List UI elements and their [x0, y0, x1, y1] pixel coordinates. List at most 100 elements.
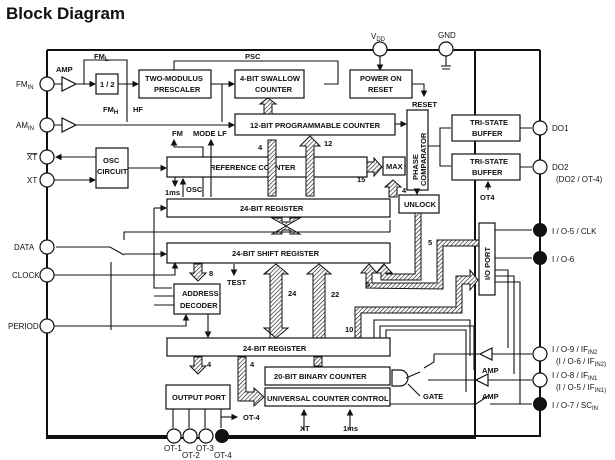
bus-4-ucc [237, 356, 265, 408]
am-in-pin[interactable] [39, 117, 55, 133]
mode-lf-label: MODE LF [193, 129, 227, 138]
bus-4 [267, 139, 277, 197]
amp2-label: AMP [482, 366, 499, 375]
fm-amp-icon [61, 76, 78, 92]
period-pin[interactable] [39, 318, 55, 334]
osc-label-1: OSC [103, 156, 120, 165]
ot3-label: OT-3 [196, 444, 214, 453]
ot4-pin[interactable] [215, 429, 229, 443]
ot1-pin[interactable] [166, 428, 182, 444]
binary-counter-label: 20-BIT BINARY COUNTER [274, 372, 367, 381]
xt-bar-pin[interactable] [39, 149, 55, 165]
tristate2-label-1: TRI-STATE [470, 157, 508, 166]
shift-register-label: 24-BIT SHIFT REGISTER [232, 249, 320, 258]
phase-comp-label-2: COMPARATOR [419, 132, 428, 186]
io9-alt-label: (I / O-6 / IFIN2) [556, 357, 606, 368]
period-label: PERIOD [8, 322, 39, 331]
gnd-pin[interactable] [438, 41, 454, 57]
ot2-pin[interactable] [182, 428, 198, 444]
bus-width-10: 10 [345, 325, 353, 334]
io-port-label: I/O PORT [483, 247, 492, 280]
output-port-label: OUTPUT PORT [172, 393, 226, 402]
unlock-label: UNLOCK [404, 200, 437, 209]
io6-pin[interactable] [533, 251, 547, 265]
ucc-label: UNIVERSAL COUNTER CONTROL [267, 394, 389, 403]
address-label-2: DECODER [180, 301, 218, 310]
bus-width-4a: 4 [258, 143, 263, 152]
io9-pin[interactable] [532, 346, 548, 362]
io6-label: I / O-6 [552, 255, 575, 264]
do1-pin[interactable] [532, 120, 548, 136]
bus-5-io [359, 239, 481, 290]
xt-pin[interactable] [39, 172, 55, 188]
ucc-block [264, 387, 391, 407]
divider-label: 1 / 2 [100, 80, 115, 89]
bus-width-12: 12 [324, 139, 332, 148]
bus-width-4c: 4 [207, 360, 212, 369]
fmh-label: FMH [103, 105, 118, 116]
test-label: TEST [227, 278, 247, 287]
xt-bar-label: XT [27, 153, 37, 162]
clock-label: CLOCK [12, 271, 40, 280]
bus-connector [313, 356, 323, 367]
io9-label: I / O-9 / IFIN2 [552, 345, 598, 356]
io7-label: I / O-7 / SCIN [552, 401, 598, 412]
bus-width-4d: 4 [250, 360, 255, 369]
bus-width-4b: 4 [402, 186, 407, 195]
vdd-pin[interactable] [372, 41, 388, 57]
io8-pin[interactable] [532, 372, 548, 388]
ref-counter-label: REFERENCE COUNTER [210, 163, 296, 172]
xt-label: XT [27, 176, 37, 185]
bus-width-5a: 5 [428, 238, 432, 247]
gnd-label: GND [438, 31, 456, 40]
bus-10 [354, 268, 479, 339]
ot4-label: OT-4 [214, 451, 232, 460]
io7-pin[interactable] [533, 397, 547, 411]
bus-8 [188, 263, 208, 282]
por-label-1: POWER ON [360, 74, 402, 83]
fm-in-label: FMIN [16, 80, 34, 91]
bus-4-output [188, 356, 208, 375]
power-on-reset-block [349, 69, 413, 99]
io8-alt-label: (I / O-5 / IFIN1) [556, 383, 606, 394]
amp-if1-icon [474, 373, 489, 387]
am-in-label: AMIN [16, 121, 34, 132]
ot3-pin[interactable] [198, 428, 214, 444]
diagram-title: Block Diagram [6, 4, 126, 23]
swallow-counter-block [234, 69, 305, 99]
max-label: MAX [386, 162, 403, 171]
xt-input-label: XT [300, 424, 310, 433]
hf-label: HF [133, 105, 143, 114]
gate-label: GATE [423, 392, 443, 401]
do2-pin[interactable] [532, 159, 548, 175]
register-bottom-label: 24-BIT REGISTER [243, 344, 307, 353]
prescaler-label-1: TWO-MODULUS [145, 74, 203, 83]
bus-width-8: 8 [209, 269, 213, 278]
osc-label-2: CIRCUIT [97, 167, 128, 176]
fm-in-pin[interactable] [39, 76, 55, 92]
amp-label: AMP [56, 65, 73, 74]
prog-counter-label: 12-BIT PROGRAMMABLE COUNTER [250, 121, 381, 130]
do2-alt-label: (DO2 / OT-4) [556, 175, 603, 184]
fm-signal-label: FM [172, 129, 183, 138]
amp-if2-icon [478, 347, 493, 361]
data-pin[interactable] [39, 239, 55, 255]
osc-signal-label: OSC [186, 185, 203, 194]
binary-counter-block [264, 366, 391, 386]
osc-circuit-block [95, 147, 129, 189]
prescaler-label-2: PRESCALER [154, 85, 201, 94]
1ms-label: 1ms [165, 188, 180, 197]
register-top-label: 24-BIT REGISTER [240, 204, 304, 213]
bus-arrow [258, 97, 278, 115]
bus-width-5b: 5 [366, 280, 370, 289]
io5-label: I / O-5 / CLK [552, 227, 597, 236]
clock-pin[interactable] [39, 267, 55, 283]
io5-pin[interactable] [533, 223, 547, 237]
bus-width-15: 15 [357, 175, 365, 184]
swallow-label-1: 4-BIT SWALLOW [240, 74, 301, 83]
address-label-1: ADDRESS [182, 289, 219, 298]
swallow-label-2: COUNTER [255, 85, 293, 94]
data-label: DATA [14, 243, 35, 252]
ground-icon [441, 56, 451, 70]
ot2-label: OT-2 [182, 451, 200, 460]
